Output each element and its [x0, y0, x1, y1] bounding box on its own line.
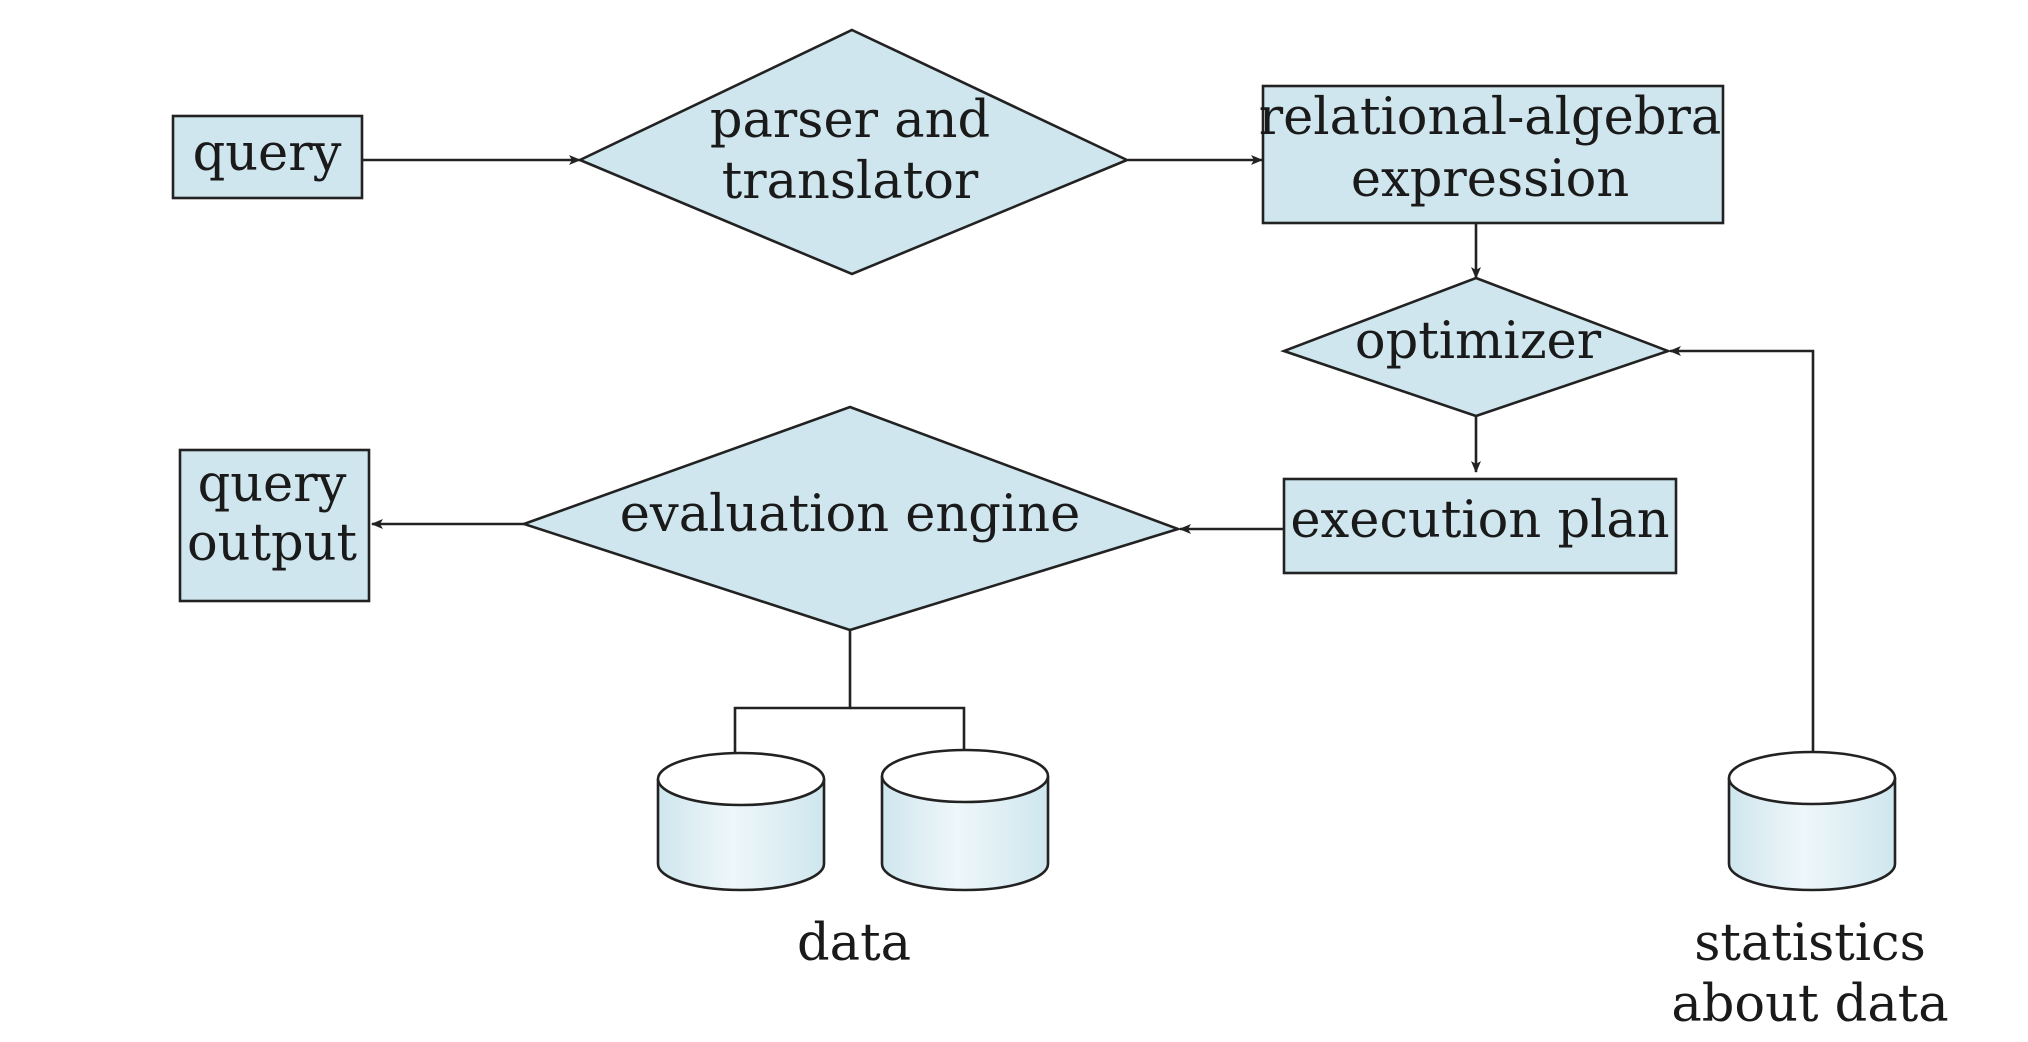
edge-statistics-to-optimizer	[1669, 346, 1815, 752]
execution-plan-label: execution plan	[1290, 491, 1669, 550]
relational-algebra-node: relational-algebra expression	[1259, 84, 1725, 225]
parser-label-line1: parser and	[710, 91, 990, 150]
relational-algebra-label-line2: expression	[1351, 150, 1629, 209]
query-label: query	[193, 124, 342, 183]
data-cylinder-left-top	[656, 751, 826, 807]
evaluation-engine-diamond	[519, 405, 1183, 632]
relational-algebra-label-line1: relational-algebra	[1259, 88, 1722, 147]
query-output-box	[178, 448, 371, 603]
query-node: query	[171, 114, 364, 200]
data-label: data	[797, 914, 911, 973]
query-output-node: query output	[178, 448, 371, 603]
edges	[362, 155, 1815, 752]
evaluation-engine-label: evaluation engine	[620, 485, 1081, 544]
execution-plan-node: execution plan	[1282, 477, 1678, 575]
edge-data-to-evaluation-engine	[733, 630, 852, 752]
statistics-label-line1: statistics	[1694, 914, 1926, 973]
optimizer-node: optimizer	[1280, 276, 1672, 418]
evaluation-engine-node: evaluation engine	[519, 405, 1183, 632]
data-cylinder-left	[656, 751, 826, 892]
data-cylinder-right	[880, 748, 1050, 892]
statistics-cylinder-body	[1727, 778, 1897, 892]
parser-node: parser and translator	[576, 28, 1131, 276]
query-output-label-line2: output	[187, 514, 358, 573]
data-cylinder-right-top	[880, 748, 1050, 804]
optimizer-label: optimizer	[1355, 312, 1602, 371]
parser-label-line2: translator	[722, 152, 979, 211]
edge-data-branch-right	[850, 706, 966, 750]
statistics-cylinder-top	[1727, 750, 1897, 806]
execution-plan-box	[1282, 477, 1678, 575]
parser-diamond	[576, 28, 1131, 276]
optimizer-diamond	[1280, 276, 1672, 418]
statistics-cylinder	[1727, 750, 1897, 892]
relational-algebra-box	[1261, 84, 1725, 225]
statistics-label-line2: about data	[1671, 975, 1948, 1034]
data-cylinder-right-body	[880, 776, 1050, 892]
data-cylinder-left-body	[656, 779, 826, 892]
query-output-label-line1: query	[198, 455, 347, 514]
query-box	[171, 114, 364, 200]
